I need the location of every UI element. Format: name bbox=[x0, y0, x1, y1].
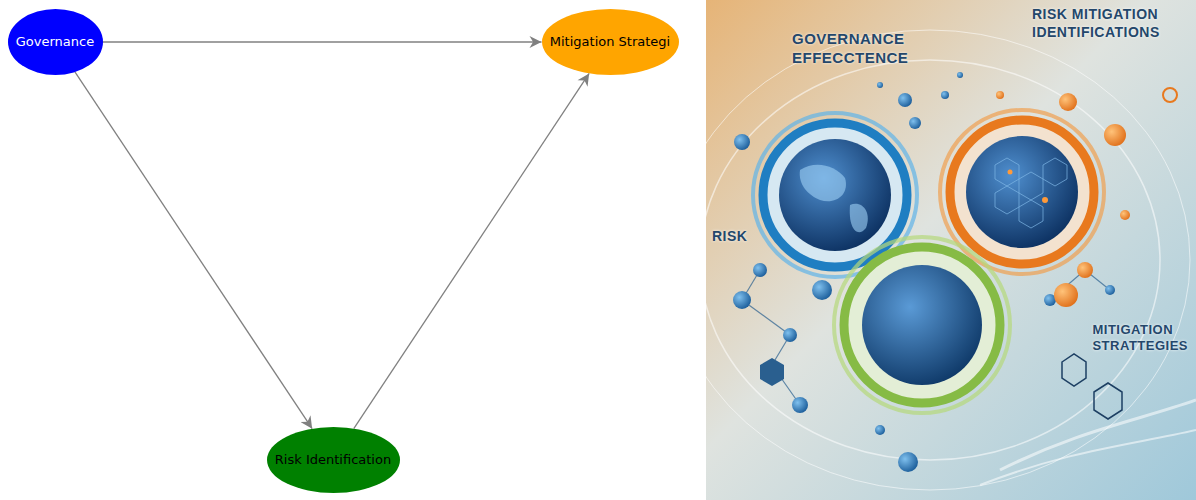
swirl bbox=[1000, 400, 1196, 470]
hexagons bbox=[760, 354, 1122, 419]
hexagon bbox=[1062, 354, 1086, 386]
dot bbox=[1105, 285, 1115, 295]
dot bbox=[1077, 262, 1093, 278]
dot bbox=[898, 452, 918, 472]
hex bbox=[1043, 158, 1067, 186]
dot bbox=[941, 91, 949, 99]
illustration bbox=[706, 0, 1196, 500]
node-circle bbox=[542, 9, 679, 75]
hex bbox=[995, 158, 1019, 186]
dot bbox=[1059, 93, 1077, 111]
continent bbox=[800, 165, 846, 202]
globe bbox=[862, 265, 982, 385]
dot bbox=[734, 134, 750, 150]
dot bbox=[957, 72, 963, 78]
ring bbox=[844, 247, 1000, 403]
graph-edge bbox=[75, 72, 312, 429]
ring-dot bbox=[1163, 88, 1177, 102]
dot bbox=[898, 93, 912, 107]
dot bbox=[996, 91, 1004, 99]
globe bbox=[966, 136, 1078, 248]
network-line bbox=[742, 300, 800, 405]
ring-glow bbox=[834, 237, 1010, 413]
illustration-label: GOVERNANCE EFFECCTENCE bbox=[792, 30, 908, 68]
swirl bbox=[980, 430, 1196, 485]
hex-mesh bbox=[995, 158, 1067, 228]
node-circle bbox=[8, 9, 103, 75]
dot bbox=[792, 397, 808, 413]
dot bbox=[1120, 210, 1130, 220]
dot bbox=[909, 117, 921, 129]
hexagon bbox=[1094, 383, 1122, 419]
swirl-lines bbox=[706, 30, 1196, 490]
dot bbox=[1054, 283, 1078, 307]
illustration-label: MITIGATION STRATTEGIES bbox=[1092, 322, 1188, 355]
decor-dots bbox=[733, 72, 1177, 472]
ring bbox=[950, 120, 1094, 264]
graph-edge bbox=[103, 41, 542, 42]
glow-dot bbox=[1042, 197, 1048, 203]
node-label: Risk Identification bbox=[275, 452, 391, 468]
hex bbox=[1019, 172, 1043, 200]
graph-node: Governance bbox=[8, 9, 103, 75]
hex bbox=[995, 186, 1019, 214]
swirl bbox=[706, 60, 1160, 460]
background bbox=[706, 0, 1196, 500]
graph-node: Mitigation Strategi bbox=[542, 9, 679, 75]
node-label: Mitigation Strategi bbox=[550, 34, 670, 50]
continent bbox=[850, 204, 868, 232]
graph-edge bbox=[354, 73, 589, 428]
hexagon bbox=[760, 358, 784, 386]
dot bbox=[877, 82, 883, 88]
illustration-label: RISK bbox=[712, 228, 747, 246]
graph-node: Risk Identification bbox=[267, 427, 400, 493]
dot bbox=[1104, 124, 1126, 146]
dot bbox=[733, 291, 751, 309]
node-label: Governance bbox=[16, 34, 94, 50]
dot bbox=[753, 263, 767, 277]
green-ring bbox=[834, 237, 1010, 413]
node-circle bbox=[267, 427, 400, 493]
dot bbox=[812, 280, 832, 300]
illustration-label: RISK MITIGATION IDENTIFICATIONS bbox=[1032, 6, 1160, 41]
dot bbox=[875, 425, 885, 435]
swirl bbox=[706, 30, 1190, 490]
dot bbox=[783, 328, 797, 342]
hex bbox=[1019, 200, 1043, 228]
glow-dot bbox=[1008, 170, 1013, 175]
globe bbox=[779, 139, 891, 251]
